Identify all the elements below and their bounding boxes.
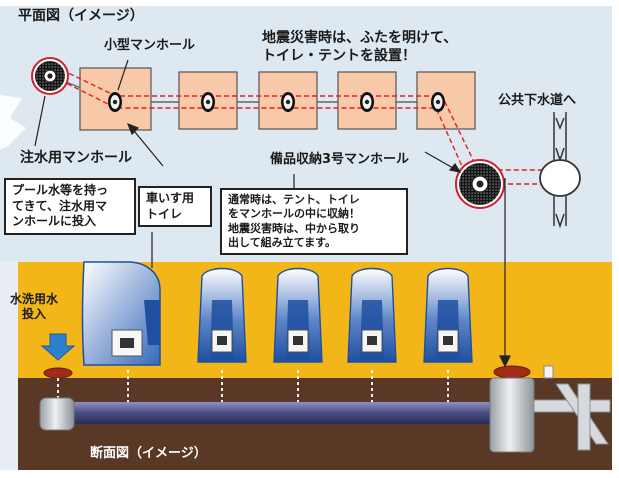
storage-note-line-3: 地震災害時は、中から取り <box>228 221 360 235</box>
section-inlet-shaft <box>39 397 75 431</box>
toilet-area-5 <box>416 71 476 130</box>
small-manholes <box>108 92 445 112</box>
wheelchair-toilet-tent <box>81 261 161 366</box>
flush-water-line-2: 投入 <box>22 307 47 321</box>
storage-manhole-label: 備品収納3号マンホール <box>270 152 410 167</box>
toilet-tent <box>423 267 473 363</box>
pool-water-line-1: プール水等を持っ <box>12 183 109 197</box>
storage-manhole-icon <box>455 159 505 209</box>
section-main-pipe <box>60 402 520 424</box>
wheelchair-line-2: トイレ <box>146 206 183 221</box>
section-title: 断面図（イメージ） <box>90 446 207 461</box>
small-manhole-label: 小型マンホール <box>104 38 196 53</box>
small-manhole-icon <box>431 92 445 112</box>
section-storage-shaft <box>489 377 535 453</box>
section-risers <box>57 370 449 412</box>
inlet-manhole-label: 注水用マンホール <box>20 150 132 166</box>
wheelchair-line-1: 車いす用 <box>146 191 195 205</box>
left-edge-wall <box>0 262 18 470</box>
sewer-label: 公共下水道へ <box>498 93 577 108</box>
toilet-tent <box>197 267 247 363</box>
storage-note-line-1: 通常時は、テント、トイレ <box>228 193 360 206</box>
standard-toilet-tents <box>197 267 473 363</box>
small-manhole-icon <box>281 92 295 112</box>
flush-water-label: 水洗用水 投入 <box>10 292 58 322</box>
storage-note-line-4: 出して組み立てます。 <box>228 235 337 249</box>
leader-lines <box>34 59 511 368</box>
small-manhole-icon <box>108 92 122 112</box>
small-manhole-icon <box>201 92 215 112</box>
small-manhole-icon <box>360 92 374 112</box>
pool-water-callout: プール水等を持っ てきて、注水用マ ンホールに投入 <box>4 178 136 235</box>
flush-water-line-1: 水洗用水 <box>10 292 59 306</box>
inlet-manhole-icon <box>31 57 69 95</box>
wheelchair-toilet-callout: 車いす用 トイレ <box>138 186 212 228</box>
section-manhole-covers <box>43 365 554 379</box>
disaster-note: 地震災害時は、ふたを明けて、 トイレ・テントを設置！ <box>262 30 457 65</box>
left-edge-decoration <box>0 95 26 150</box>
sewer-circle <box>539 159 581 197</box>
storage-note-callout: 通常時は、テント、トイレ をマンホールの中に収納！ 地震災害時は、中から取り 出… <box>220 188 408 256</box>
toilet-tent <box>347 267 397 363</box>
water-drop-arrow-icon <box>40 333 76 361</box>
plan-title: 平面図（イメージ） <box>18 8 144 24</box>
pool-water-line-2: てきて、注水用マ <box>12 198 108 213</box>
disaster-note-line-2: トイレ・テントを設置！ <box>262 47 416 64</box>
disaster-note-line-1: 地震災害時は、ふたを明けて、 <box>262 30 458 46</box>
section-sewer-pipe <box>533 383 611 451</box>
toilet-tent <box>273 267 323 363</box>
pool-water-line-3: ンホールに投入 <box>12 214 97 229</box>
storage-note-line-2: をマンホールの中に収納！ <box>228 207 360 221</box>
